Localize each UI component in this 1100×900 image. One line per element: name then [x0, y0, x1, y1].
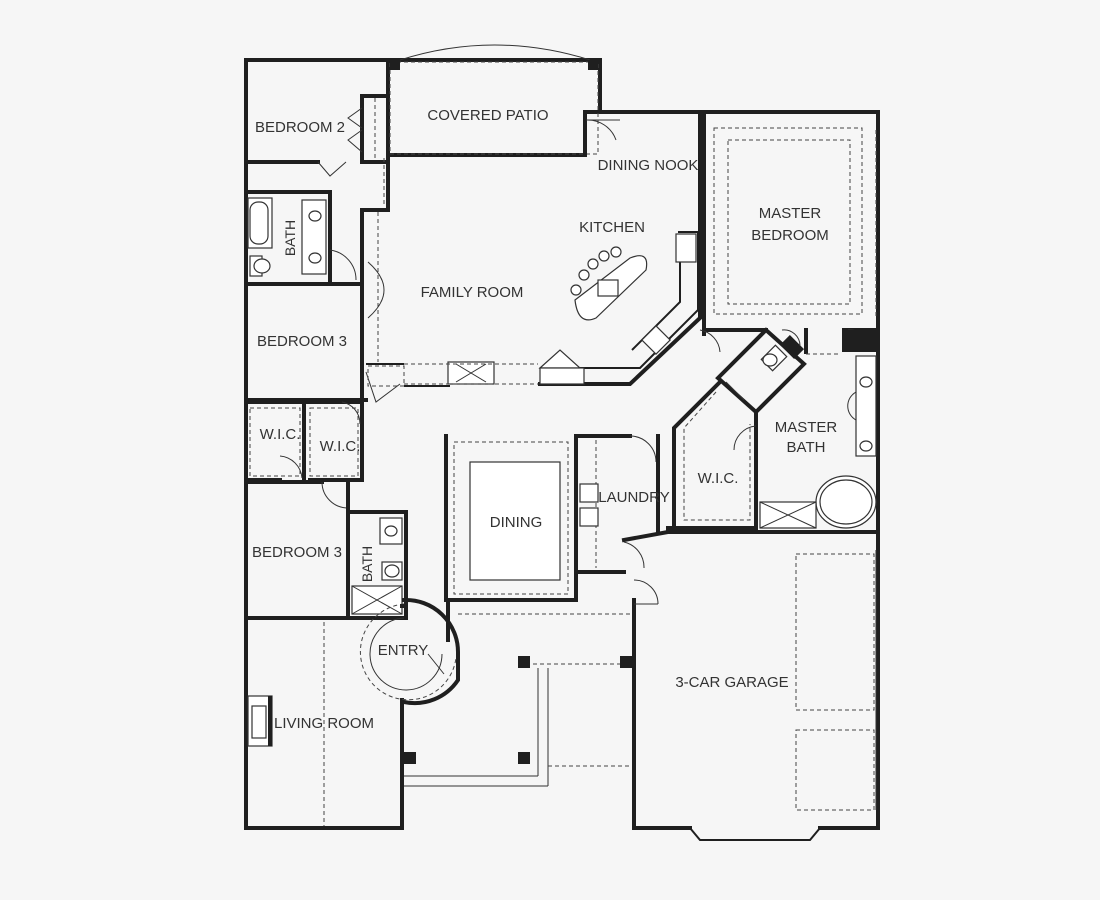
label-family-room: FAMILY ROOM: [421, 284, 524, 301]
dining: [444, 434, 578, 642]
label-wic-master: W.I.C.: [698, 470, 739, 487]
front-porch: [404, 579, 659, 787]
label-master-bedroom-line1: MASTER: [759, 205, 822, 222]
bedroom-3-lower-walls: [244, 510, 408, 620]
master-wic: [672, 379, 751, 534]
label-master-bath-line1: MASTER: [775, 419, 838, 436]
label-living-room: LIVING ROOM: [274, 715, 374, 732]
upper-bath: [244, 190, 390, 286]
label-dining-nook: DINING NOOK: [598, 157, 699, 174]
master-bedroom: [699, 110, 880, 353]
label-laundry: LAUNDRY: [598, 489, 669, 506]
label-entry: ENTRY: [378, 642, 429, 659]
laundry: [574, 434, 671, 574]
label-dining: DINING: [490, 514, 543, 531]
label-bedroom-2: BEDROOM 2: [255, 119, 345, 136]
living-room-features: [247, 622, 325, 826]
label-wic-mid: W.I.C.: [320, 438, 361, 455]
wic-walls: [244, 400, 364, 620]
label-bath-lower: BATH: [359, 546, 375, 582]
label-bedroom-3-lower: BEDROOM 3: [252, 544, 342, 561]
master-bath: [666, 327, 878, 534]
label-kitchen: KITCHEN: [579, 219, 645, 236]
room-labels: BEDROOM 2 COVERED PATIO DINING NOOK KITC…: [252, 107, 837, 732]
label-master-bath-line2: BATH: [787, 439, 826, 456]
label-bath-upper: BATH: [282, 220, 298, 256]
label-covered-patio: COVERED PATIO: [427, 107, 548, 124]
label-bedroom-3-upper: BEDROOM 3: [257, 333, 347, 350]
label-garage: 3-CAR GARAGE: [675, 674, 788, 691]
label-wic-left: W.I.C.: [260, 426, 301, 443]
exterior-walls: [244, 58, 880, 841]
bedroom-2-walls: [244, 94, 390, 177]
garage: [795, 550, 877, 811]
kitchen: [383, 110, 702, 387]
covered-patio: [386, 44, 620, 157]
entry: [359, 597, 460, 706]
label-master-bedroom-line2: BEDROOM: [751, 227, 829, 244]
